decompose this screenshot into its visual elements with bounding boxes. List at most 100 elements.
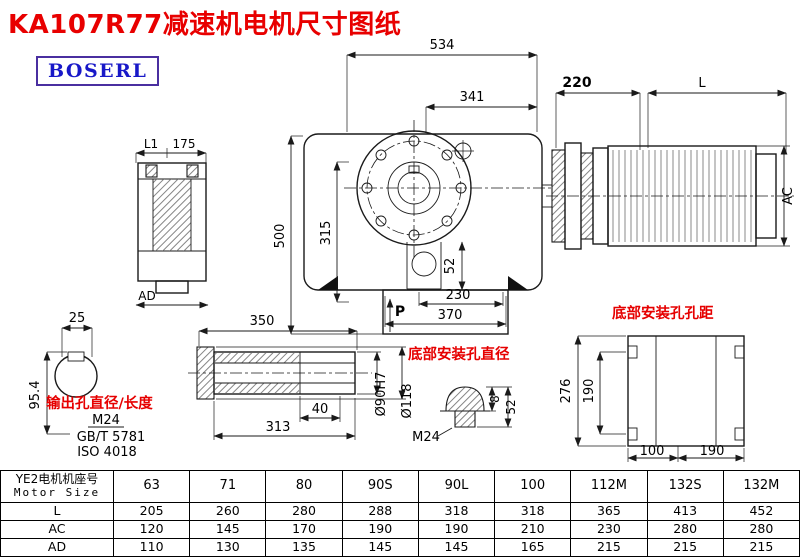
mounting-bolt-detail: 底部安装孔直径 8 52 M24 (408, 345, 518, 445)
mount-slot (734, 427, 745, 441)
base-plate (627, 335, 745, 447)
output-hole-note: 输出孔直径/长度 (46, 394, 153, 412)
section-mark-left (318, 276, 338, 290)
table-header-row: YE2电机机座号 Motor Size 63 71 80 90S 90L 100… (0, 470, 800, 503)
cell: 288 (341, 502, 419, 521)
col-header: 112M (570, 470, 648, 503)
mount-slot (627, 427, 638, 441)
cell: 190 (341, 520, 419, 539)
dim-220: 220 (562, 75, 591, 91)
row-label: AD (0, 538, 114, 557)
page-title: KA107R77减速机电机尺寸图纸 (8, 10, 402, 40)
cell: 110 (112, 538, 191, 557)
cell: 260 (189, 502, 267, 521)
gearbox-side-view: L1 175 AD (135, 137, 209, 309)
cell: 165 (494, 538, 572, 557)
dim-350: 350 (250, 314, 275, 329)
motor-size-table: YE2电机机座号 Motor Size 63 71 80 90S 90L 100… (0, 470, 800, 557)
mount-slot (734, 345, 745, 359)
thread-m24: M24 (92, 413, 120, 428)
cell: 280 (265, 502, 343, 521)
cell: 190 (417, 520, 496, 539)
mount-slot (627, 345, 638, 359)
dim-276: 276 (559, 379, 574, 404)
row-label: AC (0, 520, 114, 539)
drain-hole (411, 251, 437, 277)
col-header: 90S (341, 470, 419, 503)
dim-bore-90h7: Ø90H7 (374, 372, 389, 417)
cell: 318 (417, 502, 496, 521)
gearbox-front-view: 534 341 500 315 52 230 370 P (273, 38, 552, 335)
dim-25: 25 (69, 311, 86, 326)
cell: 318 (494, 502, 572, 521)
keyway-notch (67, 351, 85, 362)
dim-341: 341 (460, 90, 485, 105)
cell: 145 (189, 520, 267, 539)
bottom-hole-dia-note: 底部安装孔直径 (408, 345, 510, 363)
cell: 135 (265, 538, 343, 557)
cell: 215 (722, 538, 800, 557)
cell: 413 (646, 502, 724, 521)
dim-l1: L1 (144, 137, 158, 151)
dim-8: 8 (488, 395, 502, 403)
dim-534: 534 (430, 38, 455, 53)
bolt-shank (454, 410, 476, 428)
dim-40: 40 (312, 402, 329, 417)
dim-52: 52 (443, 258, 458, 275)
cell: 130 (189, 538, 267, 557)
dim-ac: AC (781, 187, 796, 205)
cell: 145 (417, 538, 496, 557)
cell: 280 (646, 520, 724, 539)
stud-bolt-right (186, 164, 199, 178)
dim-ad: AD (138, 289, 155, 303)
motor-size-label-cn: YE2电机机座号 (15, 472, 99, 487)
gearbox-pedestal (382, 289, 509, 335)
shaft-bore-section: 25 95.4 输出孔直径/长度 M24 GB/T 5781 ISO 4018 (28, 311, 153, 460)
dim-175: 175 (173, 137, 196, 151)
label-p: P (395, 304, 405, 320)
cell: 205 (112, 502, 191, 521)
bottom-hole-spacing-note: 底部安装孔孔距 (612, 304, 714, 322)
col-header: 80 (265, 470, 343, 503)
motor-side-view: 220 L AC (542, 75, 796, 250)
section-mark-right (508, 276, 528, 290)
dim-313: 313 (266, 420, 291, 435)
table-row-L: L 205 260 280 288 318 318 365 413 452 (0, 502, 800, 521)
table-row-AD: AD 110 130 135 145 145 165 215 215 215 (0, 538, 800, 557)
cell: 230 (570, 520, 648, 539)
base-mounting-view: 底部安装孔孔距 276 190 100 190 (559, 304, 745, 462)
motor-size-label-en: Motor Size (13, 486, 101, 500)
side-view-foot (155, 280, 189, 294)
cell: 210 (494, 520, 572, 539)
table-row-AC: AC 120 145 170 190 190 210 230 280 280 (0, 520, 800, 539)
dim-l: L (698, 76, 706, 91)
col-header: 100 (494, 470, 572, 503)
dim-500: 500 (273, 224, 288, 249)
cell: 120 (112, 520, 191, 539)
row-label: L (0, 502, 114, 521)
cell: 170 (265, 520, 343, 539)
cell: 215 (570, 538, 648, 557)
col-header: 132M (722, 470, 800, 503)
col-header: 63 (112, 470, 191, 503)
cell: 280 (722, 520, 800, 539)
standard-iso: ISO 4018 (77, 445, 137, 460)
col-header: 71 (189, 470, 267, 503)
motor-size-header-cell: YE2电机机座号 Motor Size (0, 470, 114, 503)
dim-100: 100 (640, 444, 665, 459)
col-header: 132S (646, 470, 724, 503)
dim-315: 315 (319, 221, 334, 246)
col-header: 90L (417, 470, 496, 503)
dim-190-bottom: 190 (700, 444, 725, 459)
dim-230: 230 (446, 288, 471, 303)
brand-logo: BOSERL (36, 56, 160, 86)
stud-bolt-left (145, 164, 158, 178)
cell: 145 (341, 538, 419, 557)
standard-gb: GB/T 5781 (77, 430, 146, 445)
dim-95-4: 95.4 (28, 381, 43, 410)
cell: 365 (570, 502, 648, 521)
output-shaft-view: 350 40 313 Ø90H7 Ø118 (188, 314, 415, 440)
dim-370: 370 (438, 308, 463, 323)
dim-outer-118: Ø118 (400, 383, 415, 418)
bolt-head (445, 386, 485, 412)
